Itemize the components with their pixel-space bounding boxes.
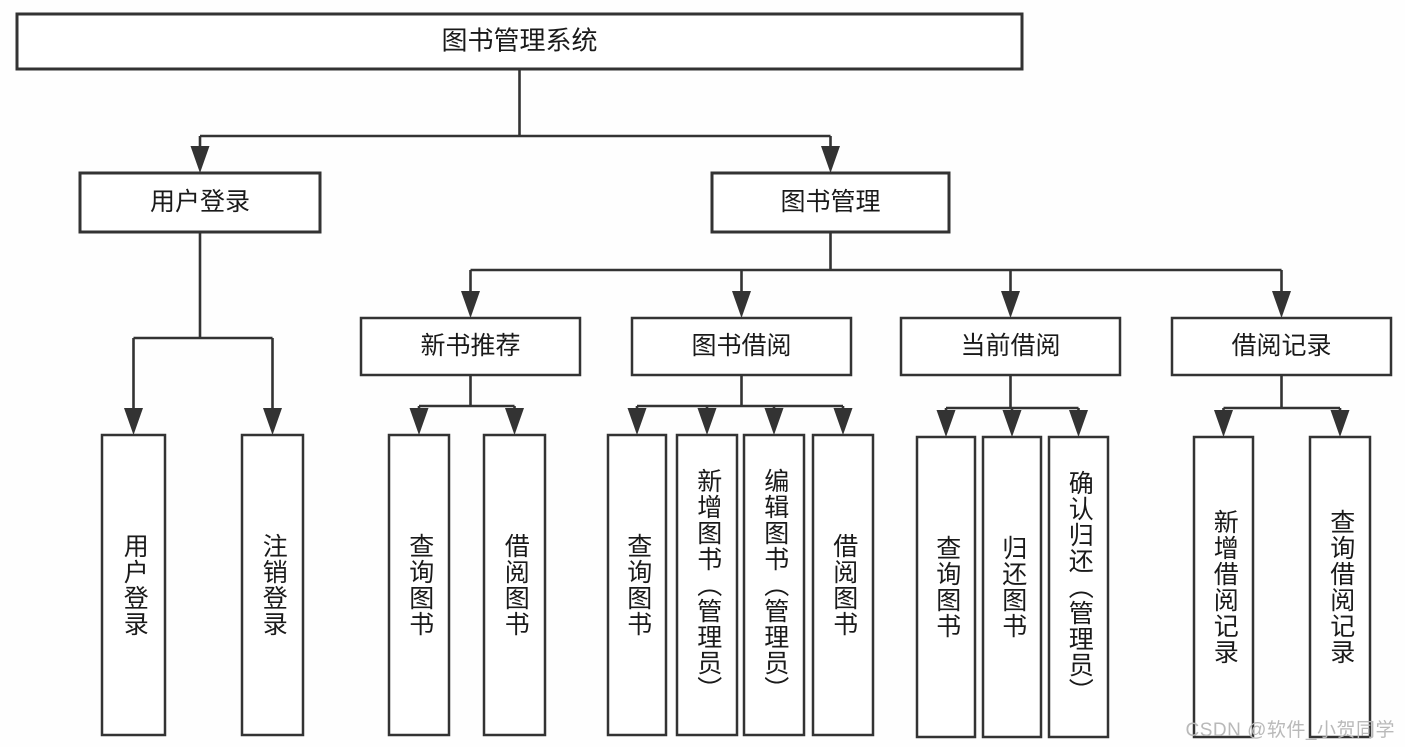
node-box-user-login[interactable]	[78, 171, 322, 234]
arrow-head-icon	[505, 408, 524, 435]
node-box-leaf-confirm-return[interactable]	[1047, 435, 1110, 739]
node-leaf-add-book[interactable]	[675, 433, 739, 737]
node-box-leaf-borrow-book-2[interactable]	[811, 433, 875, 737]
node-label-user-login: 用户登录	[150, 188, 250, 216]
connector-group	[124, 232, 282, 435]
node-box-leaf-user-login[interactable]	[100, 433, 167, 737]
arrow-head-icon	[1001, 291, 1020, 318]
node-root[interactable]: 图书管理系统	[15, 12, 1024, 71]
node-leaf-logout[interactable]	[240, 433, 305, 737]
node-box-leaf-query-book-3[interactable]	[915, 435, 977, 739]
watermark-text: CSDN @软件_小贺同学	[1185, 720, 1395, 741]
node-label-borrow-record: 借阅记录	[1231, 332, 1331, 360]
arrow-head-icon	[833, 408, 853, 435]
node-book-borrow[interactable]: 图书借阅	[630, 316, 853, 377]
node-leaf-add-record[interactable]	[1192, 435, 1255, 739]
node-borrow-record[interactable]: 借阅记录	[1170, 316, 1393, 377]
node-leaf-return-book[interactable]	[981, 435, 1043, 739]
connector-group	[936, 375, 1088, 437]
node-leaf-query-book-2[interactable]	[606, 433, 668, 737]
node-label-root: 图书管理系统	[441, 25, 597, 55]
node-box-root[interactable]	[15, 12, 1024, 71]
arrow-head-icon	[263, 408, 282, 435]
node-label-book-borrow: 图书借阅	[691, 332, 791, 360]
node-box-leaf-edit-book[interactable]	[742, 433, 806, 737]
node-box-borrow-record[interactable]	[1170, 316, 1393, 377]
arrow-head-icon	[461, 291, 480, 318]
arrow-head-icon	[764, 408, 784, 435]
node-leaf-query-book-3[interactable]	[915, 435, 977, 739]
node-leaf-borrow-book-1[interactable]	[482, 433, 547, 737]
node-book-manage[interactable]: 图书管理	[710, 171, 951, 234]
arrow-head-icon	[409, 408, 429, 435]
node-box-leaf-query-book-2[interactable]	[606, 433, 668, 737]
connector-layer	[124, 69, 1350, 437]
node-leaf-borrow-book-2[interactable]	[811, 433, 875, 737]
node-leaf-edit-book[interactable]	[742, 433, 806, 737]
node-leaf-confirm-return[interactable]	[1047, 435, 1110, 739]
node-current-borrow[interactable]: 当前借阅	[899, 316, 1122, 377]
arrow-head-icon	[697, 408, 717, 435]
node-box-leaf-query-record[interactable]	[1308, 435, 1372, 739]
node-label-new-book-rec: 新书推荐	[420, 332, 520, 360]
connector-group	[627, 375, 853, 435]
node-new-book-rec[interactable]: 新书推荐	[359, 316, 582, 377]
node-label-current-borrow: 当前借阅	[960, 332, 1060, 360]
arrow-head-icon	[124, 408, 143, 435]
arrow-head-icon	[732, 291, 751, 318]
node-box-leaf-add-book[interactable]	[675, 433, 739, 737]
node-box-current-borrow[interactable]	[899, 316, 1122, 377]
node-label-book-manage: 图书管理	[780, 188, 880, 216]
arrow-head-icon	[1069, 410, 1088, 437]
node-box-new-book-rec[interactable]	[359, 316, 582, 377]
node-box-leaf-borrow-book-1[interactable]	[482, 433, 547, 737]
node-leaf-query-book-1[interactable]	[387, 433, 451, 737]
node-box-leaf-return-book[interactable]	[981, 435, 1043, 739]
node-box-leaf-query-book-1[interactable]	[387, 433, 451, 737]
node-box-book-borrow[interactable]	[630, 316, 853, 377]
arrow-head-icon	[936, 410, 956, 437]
arrow-head-icon	[821, 146, 840, 173]
node-box-book-manage[interactable]	[710, 171, 951, 234]
node-box-leaf-logout[interactable]	[240, 433, 305, 737]
connector-group	[409, 375, 524, 435]
connector-group	[190, 69, 840, 173]
node-box-leaf-add-record[interactable]	[1192, 435, 1255, 739]
node-leaf-user-login[interactable]	[100, 433, 167, 737]
connector-group	[1214, 375, 1350, 437]
connector-group	[461, 232, 1291, 318]
node-user-login[interactable]: 用户登录	[78, 171, 322, 234]
arrow-head-icon	[190, 146, 210, 173]
arrow-head-icon	[1214, 410, 1233, 437]
arrow-head-icon	[627, 408, 647, 435]
arrow-head-icon	[1002, 410, 1022, 437]
node-leaf-query-record[interactable]	[1308, 435, 1372, 739]
arrow-head-icon	[1330, 410, 1350, 437]
arrow-head-icon	[1272, 291, 1291, 318]
